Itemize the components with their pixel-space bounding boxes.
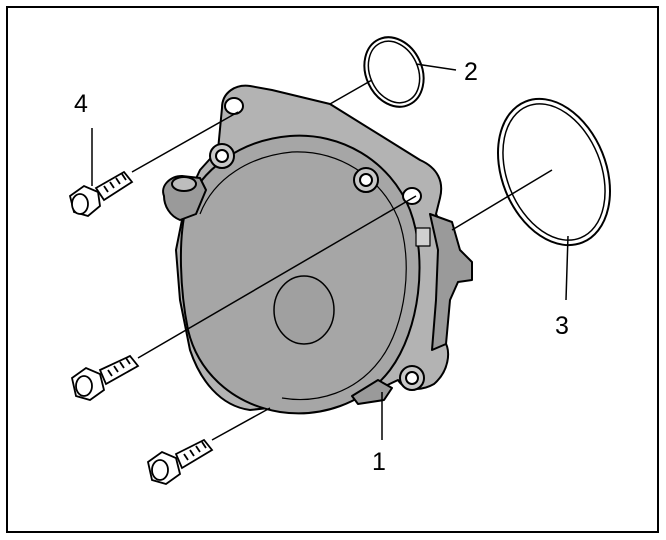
callout-1: 1 [372,448,386,476]
bolt-upper-left [68,170,134,217]
callout-2: 2 [464,58,478,86]
bolt-middle-left [70,354,140,401]
flange-bolt-head-top-left [209,143,235,169]
flange-hole-top-left [224,97,244,115]
o-ring-large-3 [497,97,611,247]
axis-line-middle-bolt [137,195,417,359]
axis-line-lower-bolt [211,407,271,441]
axis-line-small-ring [329,79,373,105]
leader-3 [565,235,569,301]
housing-part-1 [162,84,473,415]
housing-dome [179,134,421,415]
leader-2 [415,63,457,71]
leader-lines [91,63,569,441]
flange-bolt-head-bottom [399,365,425,391]
housing-center-boss [273,275,335,345]
axis-line-upper-bolt [131,111,239,173]
callout-4: 4 [74,90,88,118]
axis-line-large-ring [451,169,553,231]
callout-3: 3 [555,312,569,340]
housing-side-tab [429,213,473,351]
bolt-lower-left [146,438,214,485]
flange-hole-right [402,187,422,205]
flange-bolt-head-top-right [353,167,379,193]
diagram-border [6,6,659,533]
o-ring-small-2 [363,36,425,108]
